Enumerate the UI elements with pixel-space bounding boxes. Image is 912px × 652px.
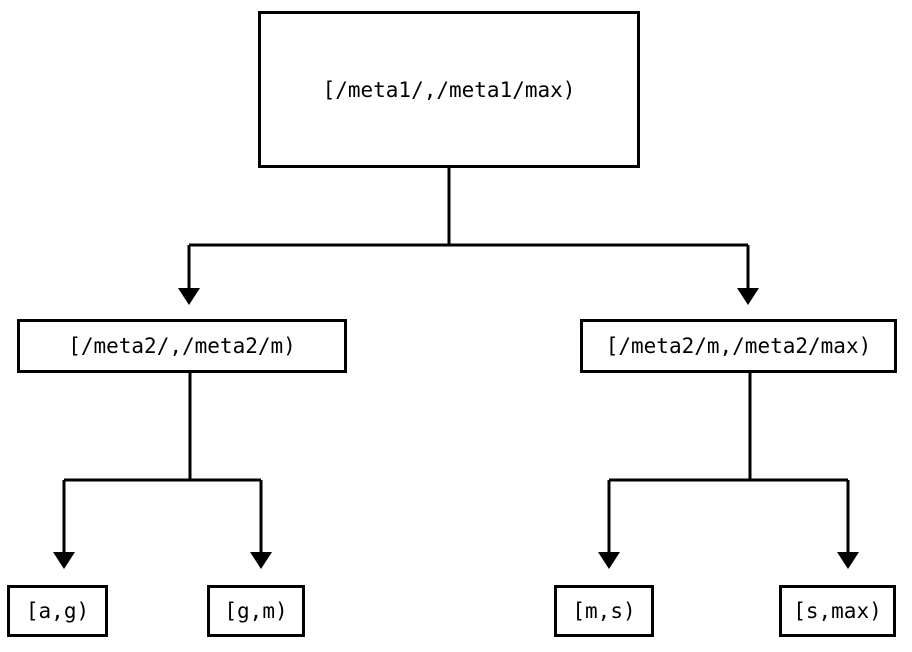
edge-meta2high-to-leaves bbox=[598, 373, 859, 569]
node-leaf-ms-label: [m,s) bbox=[572, 599, 636, 623]
node-meta2-low-label: [/meta2/,/meta2/m) bbox=[68, 334, 296, 358]
node-leaf-smax: [s,max) bbox=[779, 585, 896, 637]
node-meta2-high: [/meta2/m,/meta2/max) bbox=[580, 319, 897, 373]
node-leaf-gm: [g,m) bbox=[207, 585, 305, 637]
arrowhead-leaf-ag bbox=[53, 552, 75, 569]
node-meta2-high-label: [/meta2/m,/meta2/max) bbox=[605, 334, 872, 358]
node-leaf-gm-label: [g,m) bbox=[224, 599, 288, 623]
node-root-label: [/meta1/,/meta1/max) bbox=[322, 77, 576, 102]
arrowhead-meta2-high bbox=[737, 288, 759, 305]
edge-root-to-level1 bbox=[178, 168, 759, 305]
arrowhead-leaf-ms bbox=[598, 552, 620, 569]
node-leaf-smax-label: [s,max) bbox=[793, 599, 882, 623]
node-root: [/meta1/,/meta1/max) bbox=[258, 11, 640, 168]
arrowhead-leaf-gm bbox=[250, 552, 272, 569]
node-leaf-ms: [m,s) bbox=[554, 585, 654, 637]
node-leaf-ag-label: [a,g) bbox=[25, 599, 90, 623]
arrowhead-meta2-low bbox=[178, 288, 200, 305]
arrowhead-leaf-smax bbox=[837, 552, 859, 569]
edge-meta2low-to-leaves bbox=[53, 373, 272, 569]
node-meta2-low: [/meta2/,/meta2/m) bbox=[17, 319, 347, 373]
node-leaf-ag: [a,g) bbox=[7, 585, 108, 637]
